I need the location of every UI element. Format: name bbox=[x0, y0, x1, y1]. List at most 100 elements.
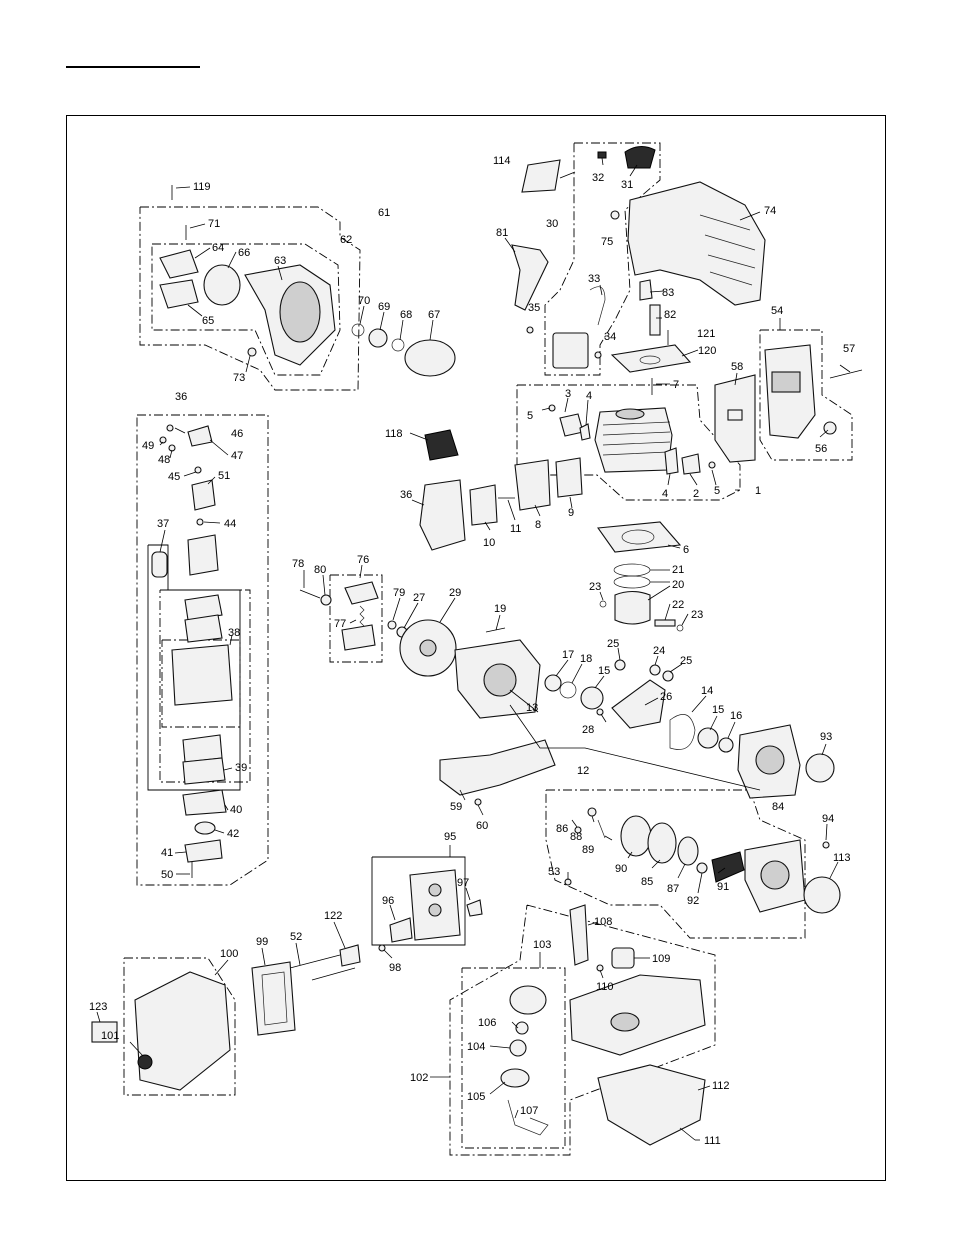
fitting-97 bbox=[466, 899, 483, 917]
air-cleaner-port-b bbox=[428, 903, 442, 917]
crankshaft-26 bbox=[611, 679, 666, 729]
label-64: 64 bbox=[212, 242, 224, 254]
gasket-14 bbox=[669, 714, 696, 750]
label-9: 9 bbox=[568, 507, 574, 519]
throttle-knob-31 bbox=[624, 146, 656, 169]
label-97: 97 bbox=[457, 877, 469, 889]
label-105: 105 bbox=[467, 1091, 485, 1103]
cover-41 bbox=[184, 839, 223, 863]
label-99: 99 bbox=[256, 936, 268, 948]
label-68: 68 bbox=[400, 309, 412, 321]
bearing-15b bbox=[697, 727, 719, 749]
label-36b: 36 bbox=[400, 489, 412, 501]
fuel-filter-108 bbox=[569, 904, 589, 966]
bolt-52b bbox=[311, 967, 356, 981]
diaphragm-plate-a bbox=[184, 594, 223, 621]
label-42: 42 bbox=[227, 828, 239, 840]
label-95: 95 bbox=[444, 831, 456, 843]
group-38-boundary bbox=[161, 639, 241, 728]
label-39: 39 bbox=[235, 762, 247, 774]
label-107: 107 bbox=[520, 1105, 538, 1117]
label-32: 32 bbox=[592, 172, 604, 184]
label-103: 103 bbox=[533, 939, 551, 951]
group-103-boundary bbox=[461, 967, 566, 1149]
label-122: 122 bbox=[324, 910, 342, 922]
starter-pulley-93 bbox=[805, 753, 835, 783]
fan-cover-59 bbox=[439, 739, 556, 796]
label-63: 63 bbox=[274, 255, 286, 267]
label-25b: 25 bbox=[680, 655, 692, 667]
label-119: 119 bbox=[193, 181, 211, 193]
label-15b: 15 bbox=[712, 704, 724, 716]
label-54: 54 bbox=[771, 305, 783, 317]
clip-70 bbox=[351, 323, 365, 337]
clutch-housing-63-bore bbox=[279, 281, 321, 343]
label-36a: 36 bbox=[175, 391, 187, 403]
clutch-drum-67 bbox=[404, 339, 456, 377]
spark-plug-82 bbox=[649, 304, 661, 336]
label-118: 118 bbox=[385, 428, 403, 440]
carb-body-51 bbox=[191, 479, 216, 511]
label-106: 106 bbox=[478, 1017, 496, 1029]
washer-79 bbox=[387, 620, 397, 630]
label-108: 108 bbox=[594, 916, 612, 928]
header-rule bbox=[66, 66, 200, 68]
label-93: 93 bbox=[820, 731, 832, 743]
bolt-78 bbox=[299, 589, 321, 599]
bolt-94 bbox=[822, 841, 830, 849]
group-95-boundary bbox=[371, 856, 466, 946]
label-58: 58 bbox=[731, 361, 743, 373]
carburetor-36 bbox=[419, 479, 466, 551]
group-36-boundary bbox=[136, 414, 269, 886]
ring-44 bbox=[196, 518, 204, 526]
intake-8 bbox=[514, 459, 551, 511]
group-84-boundary bbox=[545, 789, 806, 939]
piston-pin-22 bbox=[654, 619, 676, 627]
label-8: 8 bbox=[535, 519, 541, 531]
crankcase-half-bearing-seat bbox=[755, 745, 785, 775]
label-69: 69 bbox=[378, 301, 390, 313]
label-46: 46 bbox=[231, 428, 243, 440]
cylinder-1-fins bbox=[602, 421, 671, 456]
label-60: 60 bbox=[476, 820, 488, 832]
clip-18 bbox=[559, 681, 577, 699]
label-111: 111 bbox=[704, 1135, 721, 1147]
label-71: 71 bbox=[208, 218, 220, 230]
piston-ring-21b bbox=[613, 575, 651, 589]
clutch-shoe-76a bbox=[344, 581, 379, 605]
screw-5b bbox=[708, 461, 716, 469]
flywheel-29-hub bbox=[419, 639, 437, 657]
gasket-9 bbox=[555, 457, 583, 498]
label-50: 50 bbox=[161, 869, 173, 881]
label-27: 27 bbox=[413, 592, 425, 604]
label-75: 75 bbox=[601, 236, 613, 248]
label-49: 49 bbox=[142, 440, 154, 452]
label-14: 14 bbox=[701, 685, 713, 697]
bolt-111 bbox=[679, 1127, 696, 1141]
label-11: 11 bbox=[510, 523, 521, 535]
plate-58-hole bbox=[727, 409, 743, 421]
label-100: 100 bbox=[220, 948, 238, 960]
filter-cover-100 bbox=[134, 971, 231, 1091]
key-28 bbox=[596, 708, 604, 716]
washer-80 bbox=[320, 594, 332, 606]
bracket-112 bbox=[597, 1064, 706, 1146]
seal-16 bbox=[718, 737, 734, 753]
spring-89 bbox=[597, 819, 606, 839]
label-19: 19 bbox=[494, 603, 506, 615]
diagram-frame bbox=[66, 115, 886, 1181]
label-114: 114 bbox=[493, 155, 511, 167]
label-77: 77 bbox=[334, 618, 346, 630]
clamp-64 bbox=[159, 249, 199, 279]
label-94: 94 bbox=[822, 813, 834, 825]
gasket-120 bbox=[610, 344, 692, 373]
label-1: 1 bbox=[755, 485, 761, 497]
gasket-120-hole bbox=[639, 355, 661, 365]
screw-73 bbox=[247, 347, 257, 357]
filter-element-118 bbox=[424, 429, 459, 461]
engine-cover-74 bbox=[627, 181, 766, 306]
label-15a: 15 bbox=[598, 665, 610, 677]
label-91: 91 bbox=[717, 881, 729, 893]
label-59: 59 bbox=[450, 801, 462, 813]
cover-40 bbox=[182, 789, 227, 816]
